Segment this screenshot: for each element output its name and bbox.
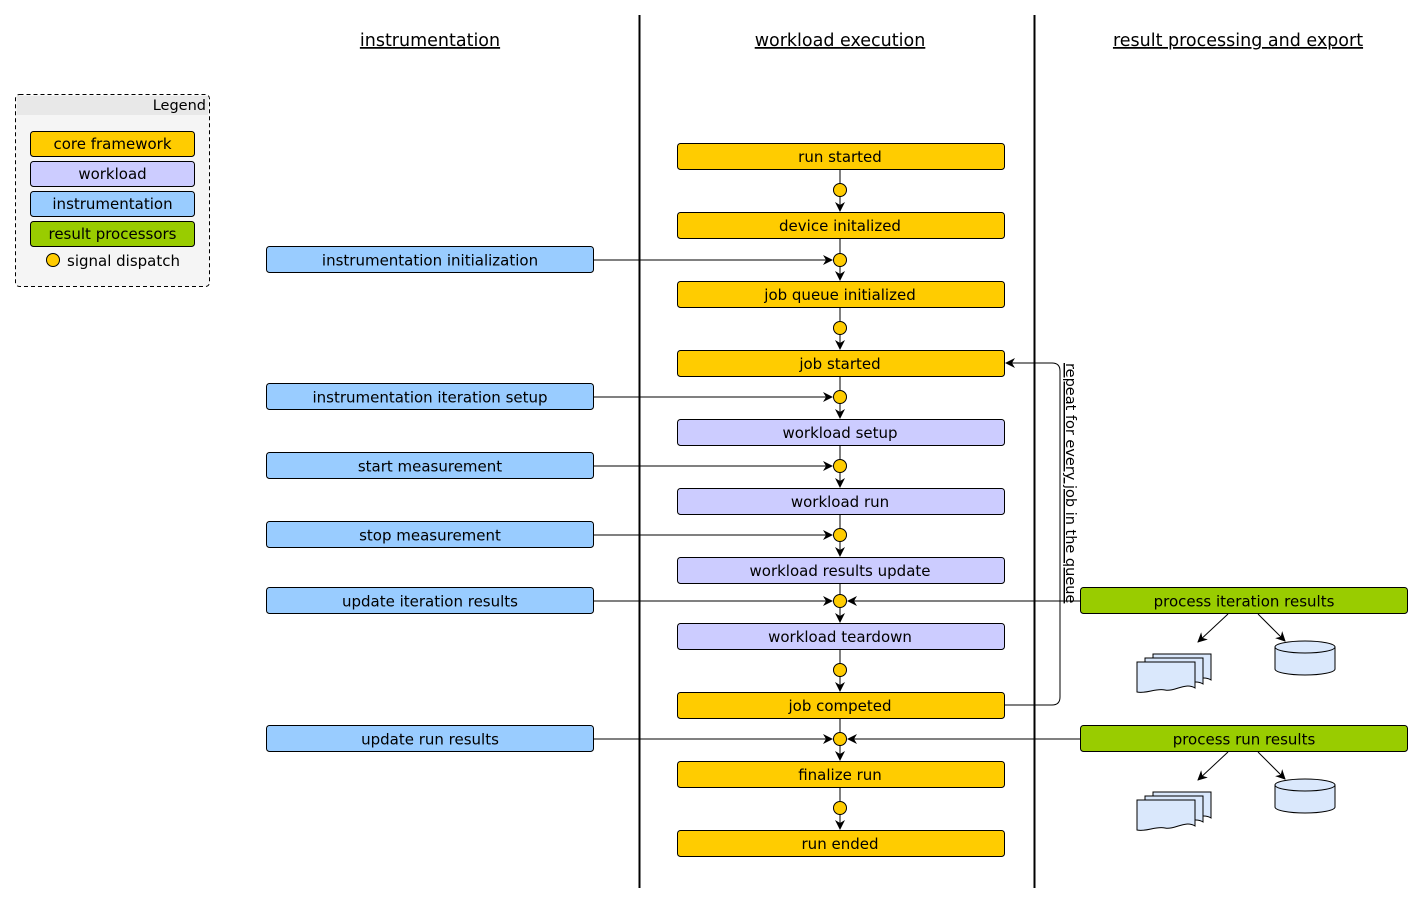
legend-item-label: workload — [78, 165, 146, 183]
step-label: job started — [798, 355, 880, 373]
signal-dispatch-icon — [833, 732, 847, 746]
step-workload-setup: workload setup — [677, 419, 1005, 446]
step-label: run started — [798, 148, 882, 166]
step-job-queue-initialized: job queue initialized — [677, 281, 1005, 308]
legend-swatch — [30, 191, 195, 217]
instr-box — [266, 452, 594, 479]
lane-title-result-processing: result processing and export — [1113, 31, 1363, 51]
step-finalize-run: finalize run — [677, 761, 1005, 788]
instr-label: update run results — [361, 731, 499, 749]
lane-title-instrumentation: instrumentation — [360, 31, 500, 51]
step-box — [677, 419, 1005, 446]
step-box — [677, 281, 1005, 308]
instr-label: stop measurement — [359, 527, 501, 545]
instr-label: update iteration results — [342, 593, 518, 611]
step-workload-run: workload run — [677, 488, 1005, 515]
step-workload-results-update: workload results update — [677, 557, 1005, 584]
instr-update-run-results: update run results — [266, 725, 594, 752]
step-box — [677, 350, 1005, 377]
legend-signal-dispatch-label: signal dispatch — [67, 252, 180, 270]
signal-dispatch-icon — [833, 801, 847, 815]
signal-dispatch-icon — [833, 390, 847, 404]
signal-dispatch-icon — [833, 253, 847, 267]
database-icon — [1274, 640, 1336, 676]
legend-item-label: instrumentation — [52, 195, 172, 213]
database-icon — [1274, 778, 1336, 814]
legend-signal-dispatch-icon — [46, 253, 60, 267]
step-run-started: run started — [677, 143, 1005, 170]
instr-stop-measurement: stop measurement — [266, 521, 594, 548]
step-label: run ended — [802, 835, 879, 853]
instr-label: instrumentation iteration setup — [312, 389, 547, 407]
step-box — [677, 212, 1005, 239]
result-box — [1080, 587, 1408, 614]
instr-box — [266, 246, 594, 273]
step-label: finalize run — [798, 766, 882, 784]
legend-swatch — [30, 161, 195, 187]
legend-item-core-framework: core framework — [30, 131, 195, 157]
result-process-iteration-results: process iteration results — [1080, 587, 1408, 614]
step-box — [677, 143, 1005, 170]
step-label: workload results update — [750, 562, 931, 580]
instr-label: start measurement — [358, 458, 502, 476]
signal-dispatch-icon — [833, 459, 847, 473]
instr-instrumentation-iteration-setup: instrumentation iteration setup — [266, 383, 594, 410]
legend: Legend core framework workload instrumenta… — [15, 94, 210, 287]
instr-box — [266, 725, 594, 752]
step-label: job queue initialized — [763, 286, 915, 304]
step-label: workload setup — [782, 424, 897, 442]
legend-item-label: result processors — [48, 225, 176, 243]
instr-start-measurement: start measurement — [266, 452, 594, 479]
step-label: device initalized — [779, 217, 901, 235]
step-run-ended: run ended — [677, 830, 1005, 857]
signal-dispatch-icon — [833, 594, 847, 608]
output-arrow — [1197, 751, 1229, 781]
instr-update-iteration-results: update iteration results — [266, 587, 594, 614]
documents-icon — [1136, 791, 1212, 831]
signal-dispatch-icon — [833, 528, 847, 542]
step-workload-teardown: workload teardown — [677, 623, 1005, 650]
documents-icon — [1136, 653, 1212, 693]
step-box — [677, 692, 1005, 719]
legend-item-label: core framework — [53, 135, 171, 153]
legend-swatch — [30, 131, 195, 157]
step-box — [677, 830, 1005, 857]
step-box — [677, 488, 1005, 515]
result-label: process iteration results — [1154, 593, 1335, 611]
loop-label: repeat for every job in the queue — [1062, 363, 1078, 603]
step-label: workload teardown — [768, 628, 912, 646]
step-box — [677, 623, 1005, 650]
instr-instrumentation-initialization: instrumentation initialization — [266, 246, 594, 273]
signal-dispatch-icon — [833, 663, 847, 677]
output-arrow — [1257, 613, 1286, 642]
legend-title: Legend — [153, 98, 206, 114]
result-label: process run results — [1173, 731, 1316, 749]
step-label: workload run — [791, 493, 889, 511]
step-box — [677, 557, 1005, 584]
step-job-competed: job competed — [677, 692, 1005, 719]
legend-item-workload: workload — [30, 161, 195, 187]
legend-item-result-processors: result processors — [30, 221, 195, 247]
signal-dispatch-icon — [833, 183, 847, 197]
instr-label: instrumentation initialization — [322, 252, 538, 270]
step-box — [677, 761, 1005, 788]
legend-header — [17, 96, 208, 115]
legend-item-instrumentation: instrumentation — [30, 191, 195, 217]
result-box — [1080, 725, 1408, 752]
step-label: job competed — [787, 697, 891, 715]
lane-title-workload-execution: workload execution — [755, 31, 926, 51]
instr-box — [266, 587, 594, 614]
output-arrow — [1197, 613, 1229, 643]
output-arrow — [1257, 751, 1286, 780]
instr-box — [266, 383, 594, 410]
signal-dispatch-icon — [833, 321, 847, 335]
loop-arrow — [1005, 358, 1061, 706]
result-process-run-results: process run results — [1080, 725, 1408, 752]
step-device-initalized: device initalized — [677, 212, 1005, 239]
legend-swatch — [30, 221, 195, 247]
instr-box — [266, 521, 594, 548]
step-job-started: job started — [677, 350, 1005, 377]
